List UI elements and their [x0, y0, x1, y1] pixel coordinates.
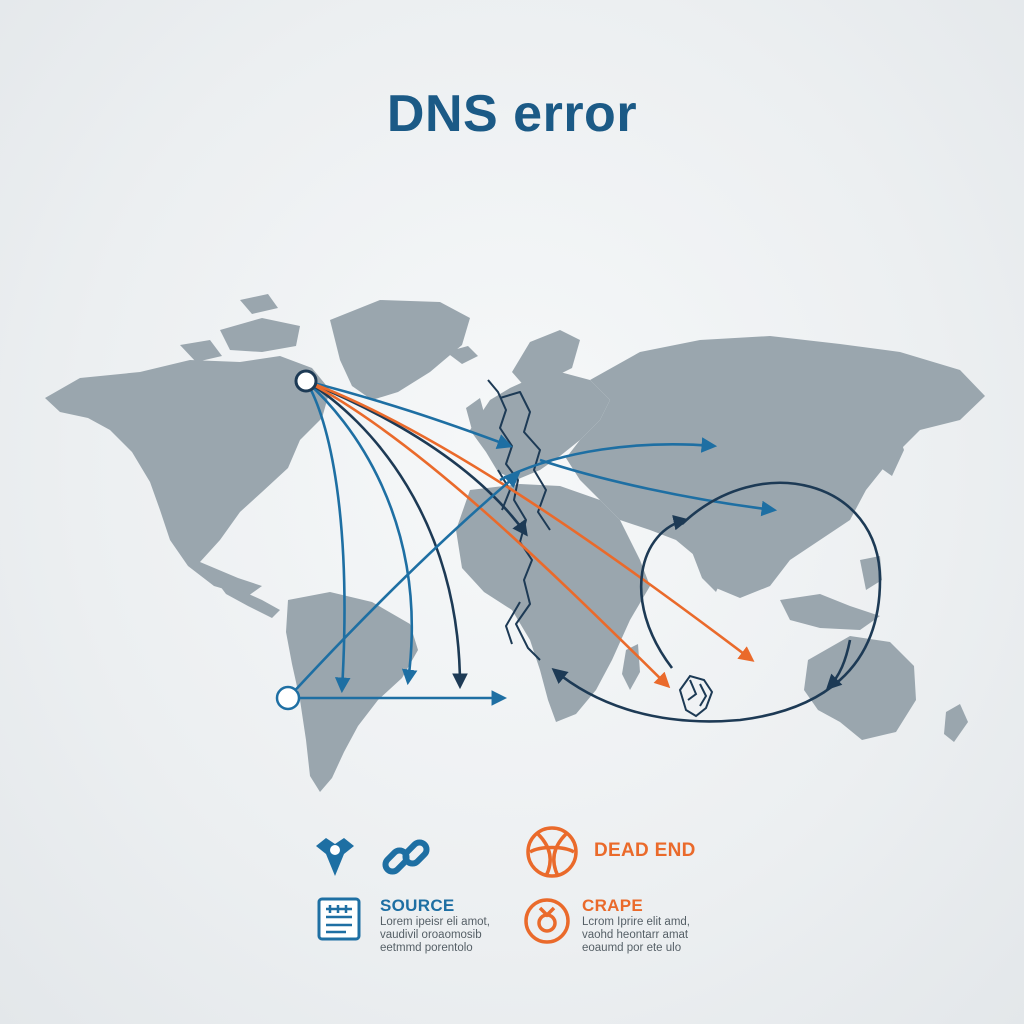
india	[686, 530, 730, 592]
japan	[878, 428, 904, 476]
globe-icon	[526, 826, 578, 878]
legend-source-desc: Lorem ipeisr eli amot, vaudivil oroaomos…	[380, 916, 490, 954]
route-blue-2	[305, 380, 418, 686]
south-america	[286, 592, 418, 792]
europe	[470, 372, 610, 480]
loop-route-outer	[551, 481, 882, 723]
document-list-icon	[317, 897, 361, 941]
continents	[45, 294, 985, 792]
north-america	[45, 356, 330, 596]
page-title: DNS error	[386, 85, 638, 143]
legend-dead-end-title: DEAD END	[594, 840, 696, 861]
broken-globe-icon	[678, 674, 714, 718]
route-navy-1	[305, 379, 468, 690]
route-blue-1	[304, 380, 351, 694]
legend-crape-desc: Lcrom Iprire elit amd, vaohd heontarr am…	[582, 916, 691, 954]
route-blue-4	[499, 437, 718, 482]
iceland	[446, 346, 478, 364]
greenland	[330, 300, 470, 400]
se-asia-islands	[780, 556, 882, 630]
source-node-north	[294, 369, 318, 393]
arctic-islands	[180, 294, 300, 362]
source-node-south	[275, 685, 301, 711]
route-blue-6	[287, 471, 521, 699]
australia	[804, 636, 916, 740]
asia	[566, 336, 985, 598]
africa	[456, 484, 650, 722]
route-blue-3	[305, 379, 513, 449]
scandinavia	[512, 330, 580, 388]
dns-routes	[287, 379, 882, 723]
chain-link-icon	[382, 839, 430, 875]
loop-route-arrow	[825, 639, 852, 691]
target-icon	[524, 898, 570, 944]
central-america	[214, 578, 280, 618]
route-orange-1	[305, 379, 671, 689]
british-isles	[466, 398, 486, 430]
legend-crape-title: CRAPE	[582, 896, 644, 915]
loop-route	[639, 515, 690, 669]
location-pin-icon	[316, 838, 354, 876]
route-orange-2	[305, 379, 755, 662]
new-zealand	[944, 704, 968, 742]
legend-source-title: SOURCE	[380, 896, 455, 915]
route-blue-5	[539, 458, 778, 517]
